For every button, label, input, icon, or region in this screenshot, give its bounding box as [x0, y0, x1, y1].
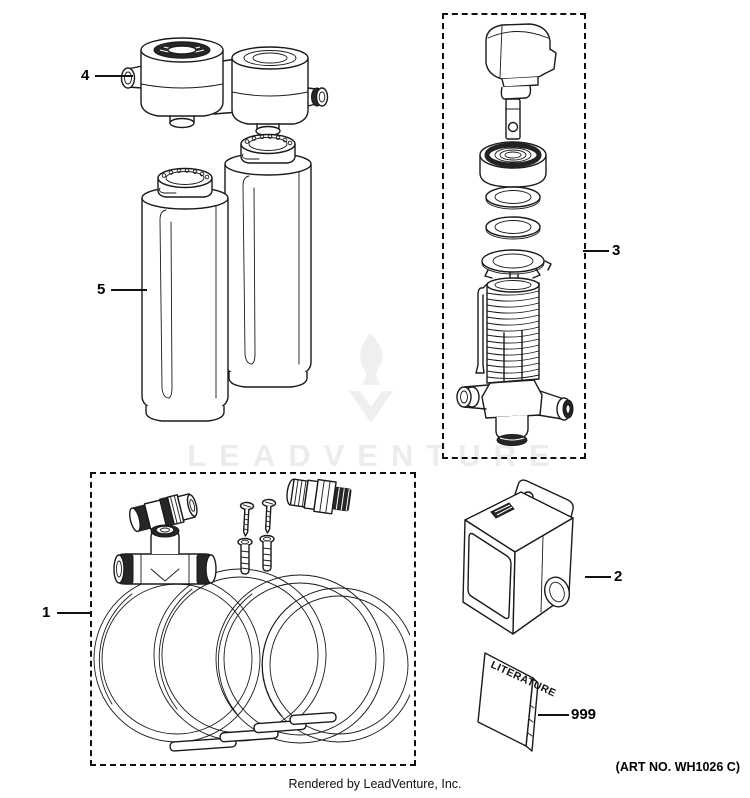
leader-line-1 [57, 612, 90, 614]
valve-oring-1 [485, 186, 541, 210]
callout-4[interactable]: 4 [81, 67, 90, 84]
watermark-text: LEADVENTURE [187, 438, 563, 473]
valve-oring-2 [485, 216, 541, 240]
leader-line-5 [111, 289, 147, 291]
group-box-3 [442, 13, 586, 459]
callout-2[interactable]: 2 [614, 568, 623, 585]
manifold-assembly-drawing [120, 37, 329, 137]
leader-line-2 [585, 576, 611, 578]
leader-line-3 [583, 250, 609, 252]
straight-union-fitting [129, 493, 198, 533]
callout-1[interactable]: 1 [42, 604, 51, 621]
valve-cap [485, 23, 557, 140]
leadventure-flame-logo [349, 333, 393, 423]
rendered-by-footer: Rendered by LeadVenture, Inc. [288, 777, 462, 791]
literature-drawing: LITERATURE [477, 652, 558, 752]
male-adapter-fitting [286, 478, 352, 515]
leader-line-4 [95, 75, 133, 77]
valve-collar-ring [481, 249, 552, 281]
wall-anchors [237, 534, 275, 575]
leader-line-999 [538, 714, 569, 716]
tubing-coils [93, 568, 410, 752]
valve-threaded-body [475, 277, 540, 426]
valve-bottom-body [456, 379, 574, 446]
manifold-left-port [120, 65, 143, 89]
literature-booklet: LITERATURE [477, 652, 558, 752]
art-number: (ART NO. WH1026 C) [615, 760, 740, 774]
callout-5[interactable]: 5 [97, 281, 106, 298]
filter-cartridge-left [141, 167, 229, 422]
housing-drawing [462, 479, 574, 635]
tee-fitting [113, 524, 217, 585]
filter-cartridge-right [224, 133, 312, 388]
group-box-1 [90, 472, 416, 766]
filter-cartridges-drawing [141, 133, 312, 422]
callout-999[interactable]: 999 [571, 706, 597, 723]
callout-3[interactable]: 3 [612, 242, 621, 259]
mounting-screws [239, 498, 277, 537]
valve-seal-ring [479, 141, 547, 188]
manifold-right-head [231, 46, 329, 137]
install-kit-drawing [93, 478, 410, 752]
manifold-left-head [140, 37, 224, 129]
housing-body [462, 491, 574, 635]
valve-assembly-drawing [456, 23, 574, 446]
